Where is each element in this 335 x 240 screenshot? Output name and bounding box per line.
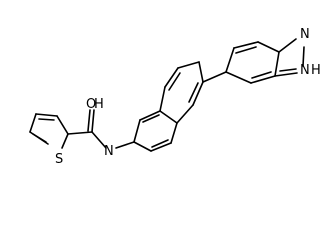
bond: [225, 71, 252, 84]
bond: [257, 41, 280, 53]
bond: [159, 110, 178, 124]
bond: [67, 131, 93, 135]
bond: [177, 61, 200, 69]
indazole-ring: [225, 38, 305, 84]
naphthalene-ring: [133, 61, 204, 152]
bond: [225, 47, 235, 73]
bond: [133, 141, 152, 152]
thiophene-ring: [29, 113, 69, 149]
bond: [151, 139, 169, 148]
bond: [302, 46, 305, 67]
bond: [274, 72, 298, 77]
bond: [164, 67, 179, 88]
bond: [251, 71, 272, 79]
bond: [139, 110, 161, 121]
bond: [29, 113, 37, 133]
atom-label-n1: N: [300, 27, 310, 42]
bond: [279, 68, 297, 72]
atom-label-h-amide: H: [94, 97, 104, 112]
bond: [192, 81, 204, 106]
atom-label-n2: N: [300, 63, 310, 78]
bond: [278, 38, 297, 53]
bond: [176, 104, 194, 124]
bond: [159, 86, 166, 112]
atom-label-s: S: [55, 152, 63, 167]
bond: [35, 113, 58, 117]
bond: [115, 141, 135, 149]
bond: [250, 75, 276, 84]
bond: [91, 131, 107, 149]
bond: [91, 109, 95, 133]
bond: [133, 119, 141, 143]
bond: [150, 142, 172, 152]
bond: [87, 109, 91, 132]
bond: [56, 115, 69, 135]
amide-group: [67, 109, 135, 149]
atom-label-n-amide: N: [104, 144, 114, 159]
atom-label-h-indazole: H: [311, 63, 321, 78]
molecule-drawing: O H N S N N H: [29, 27, 321, 167]
bond: [32, 133, 47, 143]
bond: [233, 41, 259, 49]
bond: [170, 122, 178, 144]
bond: [235, 46, 257, 54]
bond: [142, 114, 160, 123]
bond: [168, 72, 181, 91]
atom-label-o: O: [86, 97, 96, 112]
structure-diagram: O H N S N N H: [29, 27, 321, 167]
bond: [38, 118, 55, 121]
bond: [198, 61, 204, 83]
bond: [61, 133, 69, 149]
bond: [188, 82, 199, 103]
bond: [274, 51, 280, 77]
biaryl-bond: [202, 71, 227, 83]
